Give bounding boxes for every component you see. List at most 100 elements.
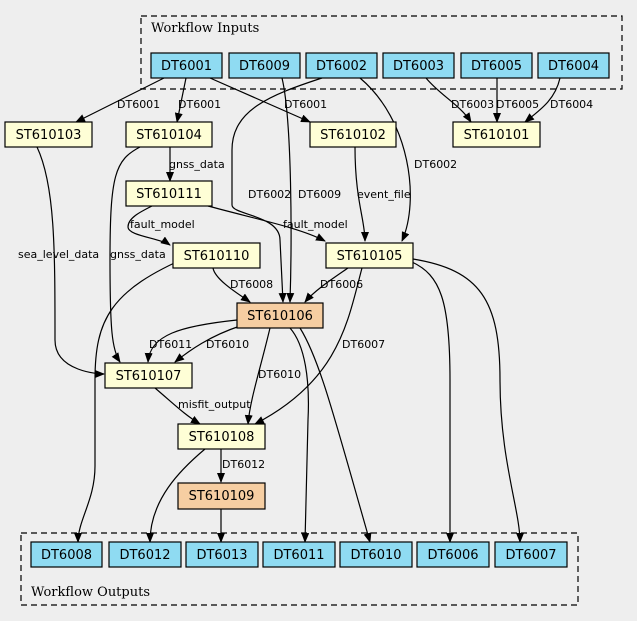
edge-dt6002-st610106 xyxy=(231,77,323,303)
node-label-st610107: ST610107 xyxy=(116,369,182,384)
edge-st610107-st610108 xyxy=(154,387,201,425)
node-label-st610106: ST610106 xyxy=(247,309,313,324)
node-label-dt6003: DT6003 xyxy=(393,59,444,74)
node-label-dt6006: DT6006 xyxy=(427,548,478,563)
node-st610103[interactable]: ST610103 xyxy=(4,121,93,148)
node-label-st610108: ST610108 xyxy=(189,430,255,445)
edge-label-st610106-st610107-dt6011: DT6011 xyxy=(149,338,192,351)
node-dt6007[interactable]: DT6007 xyxy=(494,541,568,568)
node-dt6010[interactable]: DT6010 xyxy=(339,541,413,568)
edge-st610105-dt6007 xyxy=(412,258,524,543)
node-label-dt6011: DT6011 xyxy=(273,548,324,563)
edge-label-st610105-st610108: DT6007 xyxy=(342,338,385,351)
edge-label-st610111-st610110: fault_model xyxy=(130,218,195,231)
workflow-outputs-cluster: Workflow Outputs xyxy=(20,532,579,606)
workflow-inputs-label: Workflow Inputs xyxy=(151,21,259,36)
edge-label-dt6001-st610102: DT6001 xyxy=(284,98,327,111)
node-label-dt6012: DT6012 xyxy=(119,548,170,563)
edge-st610106-dt6010 xyxy=(299,327,372,543)
node-label-dt6004: DT6004 xyxy=(548,59,599,74)
edge-label-dt6004-st610101: DT6004 xyxy=(550,98,593,111)
edge-st610111-st610105 xyxy=(207,205,326,242)
edge-label-st610104-st610111: gnss_data xyxy=(169,158,225,171)
node-dt6008[interactable]: DT6008 xyxy=(30,541,103,568)
node-st610110[interactable]: ST610110 xyxy=(172,242,261,269)
edge-st610106-st610107-dt6011 xyxy=(144,319,238,363)
workflow-inputs-cluster: Workflow Inputs xyxy=(140,15,623,90)
edge-label-dt6002-st610105: DT6002 xyxy=(414,158,457,171)
edge-dt6001-st610103 xyxy=(75,77,165,123)
edge-label-st610108-st610109: DT6012 xyxy=(222,458,265,471)
edge-label-st610104-st610107: gnss_data xyxy=(110,248,166,261)
node-label-st610110: ST610110 xyxy=(184,249,250,264)
edge-st610105-dt6006 xyxy=(411,261,454,543)
node-label-dt6007: DT6007 xyxy=(505,548,556,563)
node-dt6005[interactable]: DT6005 xyxy=(460,52,533,79)
node-label-st610103: ST610103 xyxy=(16,128,82,143)
edge-st610110-st610106 xyxy=(212,267,251,303)
node-label-st610101: ST610101 xyxy=(464,128,530,143)
nodes: DT6001 DT6009 DT6002 DT6003 DT6005 DT600… xyxy=(4,52,610,568)
edge-label-st610102-st610105: event_file xyxy=(357,188,411,201)
node-dt6011[interactable]: DT6011 xyxy=(262,541,336,568)
edge-st610105-st610106 xyxy=(304,267,349,303)
edge-st610102-st610105 xyxy=(354,146,369,242)
edge-st610106-dt6011 xyxy=(289,327,310,543)
node-st610109[interactable]: ST610109 xyxy=(177,482,266,510)
node-st610102[interactable]: ST610102 xyxy=(309,121,397,148)
node-st610101[interactable]: ST610101 xyxy=(452,121,541,148)
edge-label-st610107-st610108: misfit_output xyxy=(178,398,251,411)
edge-label-st610110-st610106: DT6008 xyxy=(230,278,273,291)
edge-st610108-dt6012 xyxy=(146,448,206,543)
workflow-outputs-label: Workflow Outputs xyxy=(31,585,150,600)
node-dt6013[interactable]: DT6013 xyxy=(185,541,259,568)
node-st610107[interactable]: ST610107 xyxy=(104,362,193,389)
node-dt6006[interactable]: DT6006 xyxy=(416,541,490,568)
edge-label-dt6001-st610103: DT6001 xyxy=(117,98,160,111)
node-dt6002[interactable]: DT6002 xyxy=(305,52,378,79)
edge-dt6002-st610105 xyxy=(359,77,411,242)
edge-label-dt6009-st610106: DT6009 xyxy=(298,188,341,201)
edge-dt6004-st610101 xyxy=(524,77,561,123)
node-st610104[interactable]: ST610104 xyxy=(125,121,213,148)
edge-dt6003-st610101 xyxy=(425,77,472,123)
node-label-dt6013: DT6013 xyxy=(196,548,247,563)
node-label-dt6005: DT6005 xyxy=(471,59,522,74)
node-label-st610111: ST610111 xyxy=(136,187,202,202)
node-dt6012[interactable]: DT6012 xyxy=(108,541,182,568)
node-dt6003[interactable]: DT6003 xyxy=(382,52,455,79)
edge-dt6009-st610106 xyxy=(281,77,295,303)
node-st610111[interactable]: ST610111 xyxy=(125,180,213,207)
edge-st610104-st610107 xyxy=(109,146,141,363)
edge-labels: DT6001 DT6001 DT6001 DT6002 DT6009 DT600… xyxy=(18,98,593,471)
edge-st610106-st610107-dt6010 xyxy=(174,325,241,363)
edges xyxy=(36,77,561,543)
node-dt6009[interactable]: DT6009 xyxy=(228,52,301,79)
edge-dt6001-st610102 xyxy=(209,77,311,123)
node-label-dt6010: DT6010 xyxy=(350,548,401,563)
node-st610105[interactable]: ST610105 xyxy=(325,242,414,269)
edge-st610110-dt6008 xyxy=(74,255,191,543)
node-st610106[interactable]: ST610106 xyxy=(236,302,324,329)
node-label-st610105: ST610105 xyxy=(337,249,403,264)
edge-st610103-st610107 xyxy=(36,146,105,378)
edge-label-dt6005-st610101: DT6005 xyxy=(496,98,539,111)
node-label-st610102: ST610102 xyxy=(320,128,386,143)
edge-st610105-st610108 xyxy=(254,267,363,425)
node-dt6004[interactable]: DT6004 xyxy=(537,52,610,79)
node-dt6001[interactable]: DT6001 xyxy=(150,52,223,79)
edge-label-st610111-st610105: fault_model xyxy=(283,218,348,231)
node-st610108[interactable]: ST610108 xyxy=(177,423,266,450)
edge-st610111-st610110 xyxy=(127,205,171,246)
node-label-st610109: ST610109 xyxy=(189,489,255,504)
edge-label-st610106-st610107-dt6010: DT6010 xyxy=(206,338,249,351)
node-label-dt6009: DT6009 xyxy=(239,59,290,74)
edge-label-st610105-st610106: DT6006 xyxy=(320,278,363,291)
edge-st610106-st610108 xyxy=(244,327,271,425)
edge-label-dt6002-st610106: DT6002 xyxy=(248,188,291,201)
edge-label-st610103-st610107: sea_level_data xyxy=(18,248,99,261)
node-label-dt6001: DT6001 xyxy=(161,59,212,74)
node-label-dt6008: DT6008 xyxy=(41,548,92,563)
